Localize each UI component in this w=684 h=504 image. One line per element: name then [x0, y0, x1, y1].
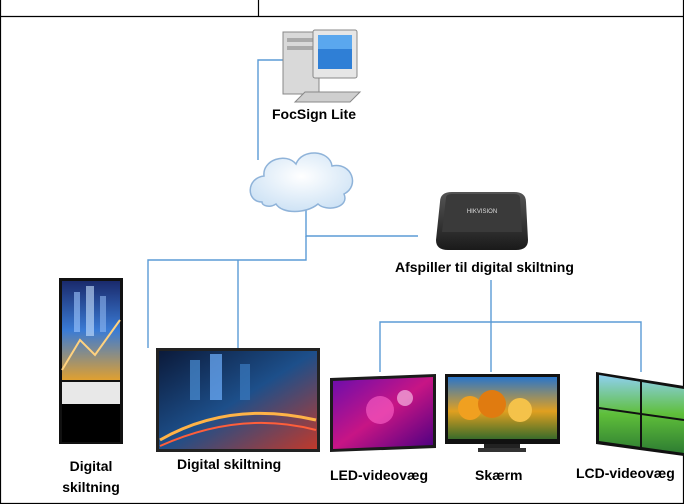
- kiosk-label: Digital skiltning: [62, 458, 120, 495]
- wide-display-icon: [156, 348, 320, 452]
- cloud-icon: [249, 152, 354, 213]
- player-label: Afspiller til digital skiltning: [395, 259, 574, 275]
- led-video-wall-label: LED-videovæg: [330, 467, 429, 483]
- media-player-device-icon: HIKVISION: [436, 192, 528, 250]
- lcd-video-wall-icon: [596, 372, 684, 456]
- led-video-wall-icon: [330, 374, 436, 452]
- server-label: FocSign Lite: [272, 106, 356, 122]
- lcd-video-wall-label: LCD-videovæg: [576, 465, 675, 481]
- server-computer-icon: [282, 29, 362, 103]
- player-brand-label: HIKVISION: [467, 209, 497, 215]
- monitor-label: Skærm: [475, 467, 523, 483]
- kiosk-display-icon: [59, 278, 123, 444]
- wide-display-label: Digital skiltning: [177, 456, 282, 472]
- monitor-display-icon: [445, 374, 560, 452]
- connector-lines: [147, 59, 642, 372]
